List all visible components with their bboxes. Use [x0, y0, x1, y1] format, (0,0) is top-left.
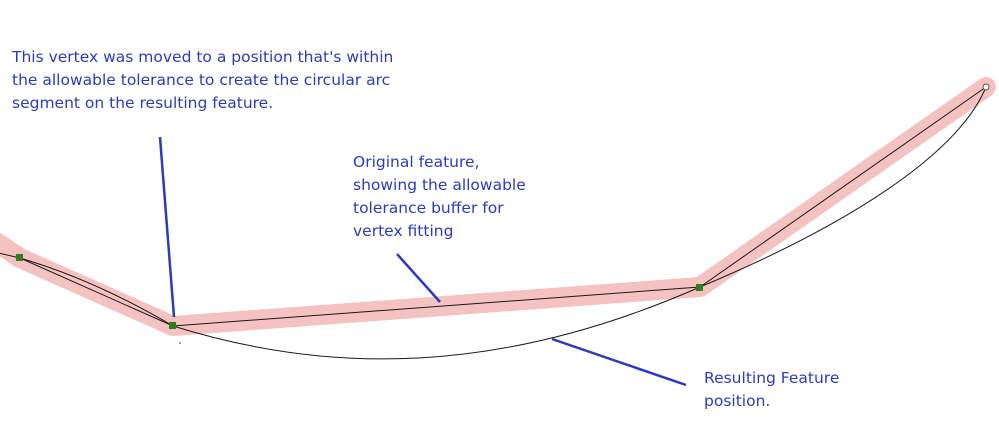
callout-moved-vertex-line-3: segment on the resulting feature.: [12, 94, 274, 112]
callout-original-line-1: Original feature,: [353, 153, 480, 171]
callout-original-line-2: showing the allowable: [353, 176, 526, 194]
callout-original-feature: Original feature, showing the allowable …: [353, 151, 526, 243]
callout-moved-vertex-line-2: the allowable tolerance to create the ci…: [12, 71, 391, 89]
stray-dot: [179, 342, 181, 344]
callout-original-line-3: tolerance buffer for: [353, 199, 504, 217]
callout-result-line-2: position.: [704, 392, 771, 410]
resulting-feature-arc: [172, 86, 987, 360]
callout-moved-vertex-line-1: This vertex was moved to a position that…: [12, 48, 394, 66]
callout-original-line-4: vertex fitting: [353, 222, 454, 240]
resulting-feature-start: [19, 257, 174, 327]
vertex-moved: [169, 322, 176, 329]
vertex-left: [16, 254, 23, 261]
leader-original-feature: [396, 253, 441, 303]
vertex-end: [982, 83, 990, 91]
callout-moved-vertex: This vertex was moved to a position that…: [12, 46, 393, 115]
callout-result-line-1: Resulting Feature: [704, 369, 840, 387]
leader-moved-vertex: [158, 136, 176, 318]
leader-resulting-feature: [551, 337, 687, 387]
vertex-right: [696, 284, 703, 291]
callout-resulting-feature: Resulting Feature position.: [704, 367, 839, 413]
